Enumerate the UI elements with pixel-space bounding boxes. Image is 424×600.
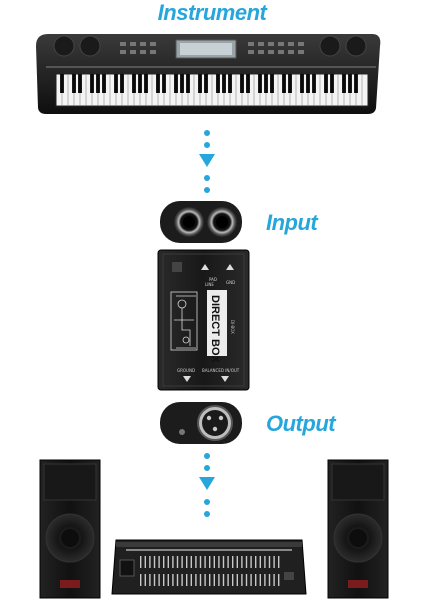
input-label: Input — [266, 210, 318, 235]
balanced-label: BALANCED IN/OUT — [202, 368, 240, 373]
right-speaker-image — [327, 459, 389, 599]
left-speaker-image — [39, 459, 101, 599]
direct-box-model: DI-BOX — [230, 320, 235, 334]
output-label: Output — [266, 411, 336, 436]
ground-label: GROUND — [177, 368, 195, 373]
input-jack-panel — [160, 201, 242, 243]
switch-label-line: LINE — [205, 282, 214, 287]
keyboard-image — [36, 34, 381, 114]
direct-box-title: DIRECT BOX — [209, 295, 221, 364]
instrument-label: Instrument — [157, 0, 267, 25]
rack-equalizer-image — [111, 539, 307, 595]
signal-arrow-2 — [199, 453, 215, 517]
direct-box-image: PAD LINE GND DIRECT BOX DI-BOX GROUND BA… — [157, 249, 250, 391]
output-jack-panel — [160, 402, 242, 444]
switch-label-pad: PAD — [209, 277, 217, 282]
switch-label-gnd: GND — [226, 280, 235, 285]
signal-arrow-1 — [199, 130, 215, 193]
